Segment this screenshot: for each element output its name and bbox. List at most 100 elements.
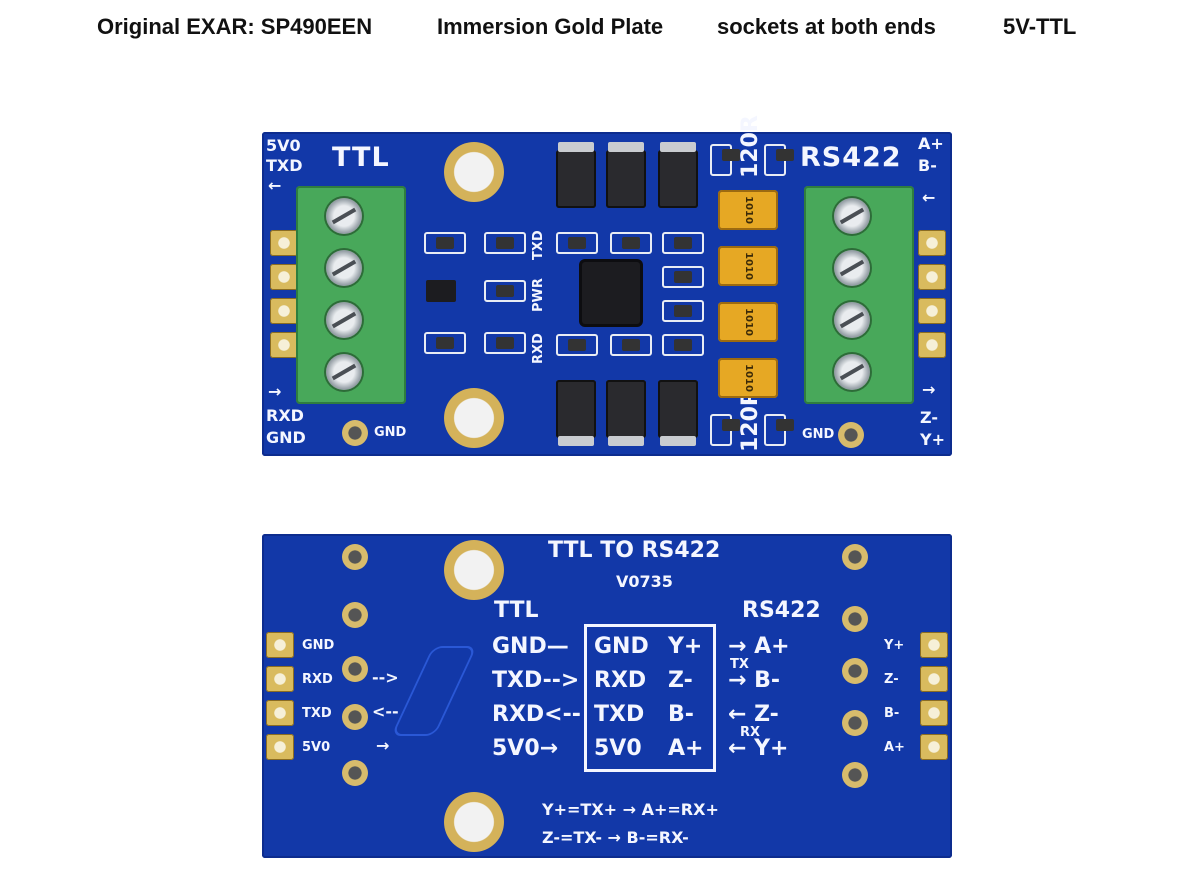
via	[342, 544, 368, 570]
ttl-label: TTL	[332, 142, 390, 173]
gnd-via	[838, 422, 864, 448]
tvs-diode	[658, 142, 698, 208]
smd-resistor	[662, 266, 704, 288]
header-pad	[266, 700, 294, 726]
pptc-fuse: 1010	[718, 246, 778, 286]
smd-resistor	[610, 232, 652, 254]
led-label-txd: TXD	[531, 230, 546, 260]
smd-resistor	[610, 334, 652, 356]
mapping-note: Y+=TX+ → A+=RX+	[542, 800, 719, 819]
via	[342, 602, 368, 628]
box-right-label: A+	[668, 736, 704, 761]
smd-resistor	[556, 334, 598, 356]
pin-label-y-plus: Y+	[920, 430, 945, 449]
caption-bar: Original EXAR: SP490EEN Immersion Gold P…	[0, 14, 1200, 44]
arrow-right-icon: →	[268, 382, 282, 401]
via	[342, 760, 368, 786]
pin-label-a-plus: A+	[918, 134, 944, 153]
header-pad	[920, 666, 948, 692]
box-right-label: B-	[668, 702, 694, 727]
screw	[326, 354, 362, 390]
screw	[834, 250, 870, 286]
ttl-row: TXD-->	[492, 668, 580, 693]
box-left-label: GND	[594, 634, 649, 659]
board-version: V0735	[616, 572, 673, 591]
rs-row: ← Y+	[728, 736, 789, 761]
smd-led	[484, 232, 526, 254]
caption-voltage: 5V-TTL	[1003, 14, 1077, 39]
termination-resistor	[710, 144, 740, 176]
ttl-header: TTL	[494, 598, 539, 623]
ttl-row: GND—	[492, 634, 569, 659]
led-label-rxd: RXD	[531, 333, 546, 364]
header-pad	[918, 230, 946, 256]
via	[842, 544, 868, 570]
rs422-header: RS422	[742, 598, 821, 623]
ttl-screw-terminal	[296, 186, 406, 404]
via	[342, 656, 368, 682]
pin-label: B-	[884, 706, 900, 721]
tvs-diode	[556, 142, 596, 208]
pin-label: Y+	[884, 638, 905, 653]
header-pad	[266, 734, 294, 760]
screw	[326, 302, 362, 338]
termination-resistor	[764, 414, 794, 446]
pin-label-gnd: GND	[266, 428, 306, 447]
left-arrow-rxd: <--	[372, 702, 399, 721]
ttl-row: RXD<--	[492, 702, 581, 727]
via	[842, 606, 868, 632]
smd-led	[484, 332, 526, 354]
pin-label-txd: TXD	[266, 156, 303, 175]
header-pad	[918, 264, 946, 290]
bottom-board-photo: TTL TO RS422 V0735 TTL RS422 GND RXD TXD…	[262, 534, 952, 858]
termination-resistor	[764, 144, 794, 176]
pin-label: A+	[884, 740, 905, 755]
mounting-hole	[444, 142, 504, 202]
smd-resistor	[424, 332, 466, 354]
header-pad	[270, 230, 298, 256]
mapping-note: Z-=TX- → B-=RX-	[542, 828, 689, 847]
tx-label: TX	[730, 657, 749, 672]
caption-sockets: sockets at both ends	[717, 14, 936, 39]
screw	[834, 354, 870, 390]
box-right-label: Y+	[668, 634, 703, 659]
pinout-box	[584, 624, 716, 772]
smd-resistor	[662, 232, 704, 254]
via	[842, 762, 868, 788]
smd-resistor	[424, 232, 466, 254]
left-arrow-txd: -->	[372, 668, 399, 687]
smd-led	[484, 280, 526, 302]
screw	[326, 198, 362, 234]
header-pad	[266, 666, 294, 692]
header-pad	[918, 332, 946, 358]
r120-label-top: 120R	[738, 115, 763, 178]
pin-label-rxd: RXD	[266, 406, 304, 425]
header-pad	[270, 332, 298, 358]
via	[842, 710, 868, 736]
smd-resistor	[662, 334, 704, 356]
termination-resistor	[710, 414, 740, 446]
screw	[834, 302, 870, 338]
arrow-left-icon: ←	[268, 176, 282, 195]
header-pad	[270, 298, 298, 324]
pptc-fuse: 1010	[718, 302, 778, 342]
regulator-chip	[426, 280, 456, 302]
pin-label-b-minus: B-	[918, 156, 937, 175]
rs-row: ← Z-	[728, 702, 779, 727]
pin-label: 5V0	[302, 740, 331, 755]
r120-label-bottom: 120R	[738, 389, 763, 452]
header-pad	[266, 632, 294, 658]
led-label-pwr: PWR	[531, 278, 546, 312]
left-arrow-5v0: →	[376, 736, 390, 755]
via	[842, 658, 868, 684]
header-pad	[918, 298, 946, 324]
pin-label: Z-	[884, 672, 899, 687]
tvs-diode	[606, 380, 646, 446]
rx-label: RX	[740, 725, 761, 740]
caption-plate: Immersion Gold Plate	[437, 14, 664, 39]
box-left-label: 5V0	[594, 736, 642, 761]
gnd-label-right: GND	[802, 427, 835, 442]
board-title: TTL TO RS422	[548, 538, 721, 563]
rs-row: → B-	[728, 668, 780, 693]
caption-original: Original EXAR: SP490EEN	[97, 14, 373, 39]
